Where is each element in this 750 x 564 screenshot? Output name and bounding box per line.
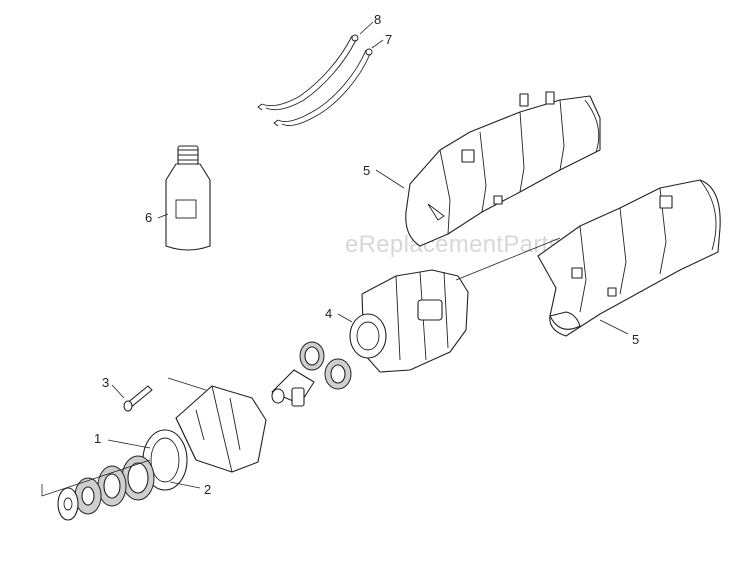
callout-3[interactable]: 3	[102, 375, 109, 390]
part-5-lower-housing-half[interactable]	[537, 179, 721, 337]
callout-4[interactable]: 4	[325, 306, 332, 321]
part-5-upper-housing-half[interactable]	[405, 91, 601, 247]
part-4-motor[interactable]	[349, 269, 469, 373]
part-7-wire-clip[interactable]	[273, 48, 373, 127]
part-3-screw[interactable]	[123, 385, 153, 412]
leader-line-7	[371, 39, 384, 49]
callout-8[interactable]: 8	[374, 12, 381, 27]
leader-line-4	[337, 313, 353, 323]
callout-5-lower[interactable]: 5	[632, 332, 639, 347]
leader-line-5b	[599, 319, 629, 335]
leader-line-2	[169, 481, 201, 489]
callout-7[interactable]: 7	[385, 32, 392, 47]
assembly-guide-line	[455, 237, 561, 281]
leader-line-6	[157, 213, 169, 219]
bracket-line-1	[41, 459, 151, 497]
callout-5-upper[interactable]: 5	[363, 163, 370, 178]
leader-line-1	[107, 439, 151, 449]
callout-1[interactable]: 1	[94, 431, 101, 446]
callout-2[interactable]: 2	[204, 482, 211, 497]
callout-6[interactable]: 6	[145, 210, 152, 225]
leader-line-5a	[375, 169, 405, 189]
gear-housing	[175, 385, 267, 473]
part-6-oil-bottle[interactable]	[165, 145, 211, 251]
leader-line-8	[359, 21, 374, 35]
drive-gears	[299, 341, 352, 390]
leader-line-gear-housing	[167, 377, 207, 391]
part-1-gear-set[interactable]	[57, 455, 155, 521]
leader-line-3	[111, 384, 125, 399]
gear-shaft-coupling	[271, 369, 315, 407]
part-8-wire-clip[interactable]	[257, 34, 359, 111]
